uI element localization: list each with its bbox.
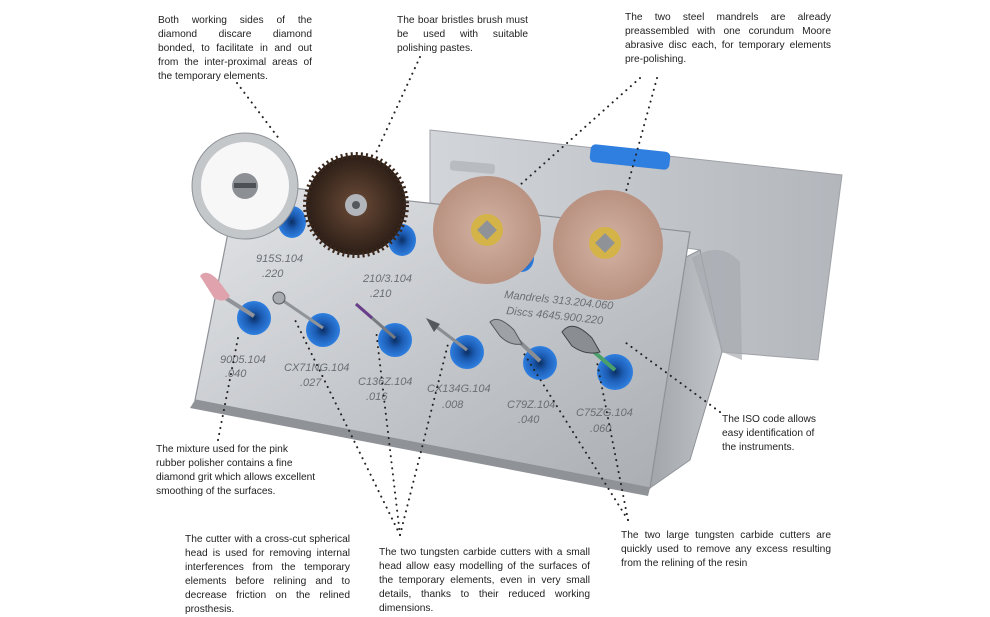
code-c6a: C75ZG.104 [576,407,633,419]
code-c1b: .040 [225,368,247,380]
code-c3a: C136Z.104 [358,376,412,388]
caption-diamond-disc: Both working sides of the diamond discar… [158,15,312,82]
code-c5b: .040 [518,414,540,426]
code-c3b: .016 [366,391,388,403]
boar-bristle-brush [303,152,409,258]
code-c2b: .027 [300,377,322,389]
caption-boar-brush: The boar bristles brush must be used wit… [397,15,528,54]
burs [200,272,617,372]
code-brush-2: .210 [370,288,392,300]
code-c6b: .060 [590,423,612,435]
abrasive-disc-right [553,190,663,300]
code-c2a: CX71NG.104 [284,362,349,374]
code-disc-1: 915S.104 [256,253,303,265]
code-c1a: 9005.104 [220,354,266,366]
code-disc-2: .220 [262,268,284,280]
code-brush-1: 210/3.104 [362,273,412,285]
blue-slot-clip [589,144,671,170]
caption-small-cutters: The two tungsten carbide cutters with a … [379,547,590,614]
caption-cross-cut: The cutter with a cross-cut spherical he… [185,534,350,615]
etched-codes: 915S.104 .220 210/3.104 .210 Mandrels 31… [220,253,633,435]
caption-iso-code: The ISO code allows easy identification … [722,414,816,453]
leader-lines [217,56,721,536]
caption-pink-rubber: The mixture used for the pink rubber pol… [156,444,316,497]
code-c4a: CX134G.104 [427,383,491,395]
code-c4b: .008 [442,399,464,411]
diamond-disc [191,132,299,240]
abrasive-disc-left [433,176,541,284]
caption-mandrels: The two steel mandrels are already preas… [625,12,831,65]
caption-large-cutters: The two large tungsten carbide cutters a… [621,530,831,569]
code-c5a: C79Z.104 [507,399,555,411]
